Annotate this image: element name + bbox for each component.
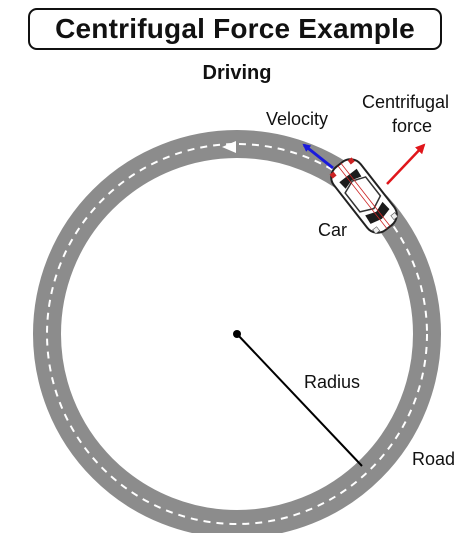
direction-arrow-icon (222, 141, 236, 153)
lane-marking (46, 143, 428, 525)
car-icon (329, 157, 399, 235)
velocity-arrow (302, 143, 334, 170)
title-box: Centrifugal Force Example (28, 8, 442, 50)
centrifugal-force-arrow (386, 143, 426, 185)
radius-label: Radius (304, 372, 360, 392)
velocity-label: Velocity (266, 109, 328, 129)
diagram-title: Centrifugal Force Example (55, 13, 415, 44)
radius-line (236, 333, 363, 467)
car-label: Car (318, 220, 347, 240)
centrifugal-label-line2: force (392, 116, 432, 136)
diagram-subtitle: Driving (202, 62, 272, 84)
centrifugal-label-line1: Centrifugal (362, 92, 449, 112)
road-label: Road (412, 449, 455, 469)
